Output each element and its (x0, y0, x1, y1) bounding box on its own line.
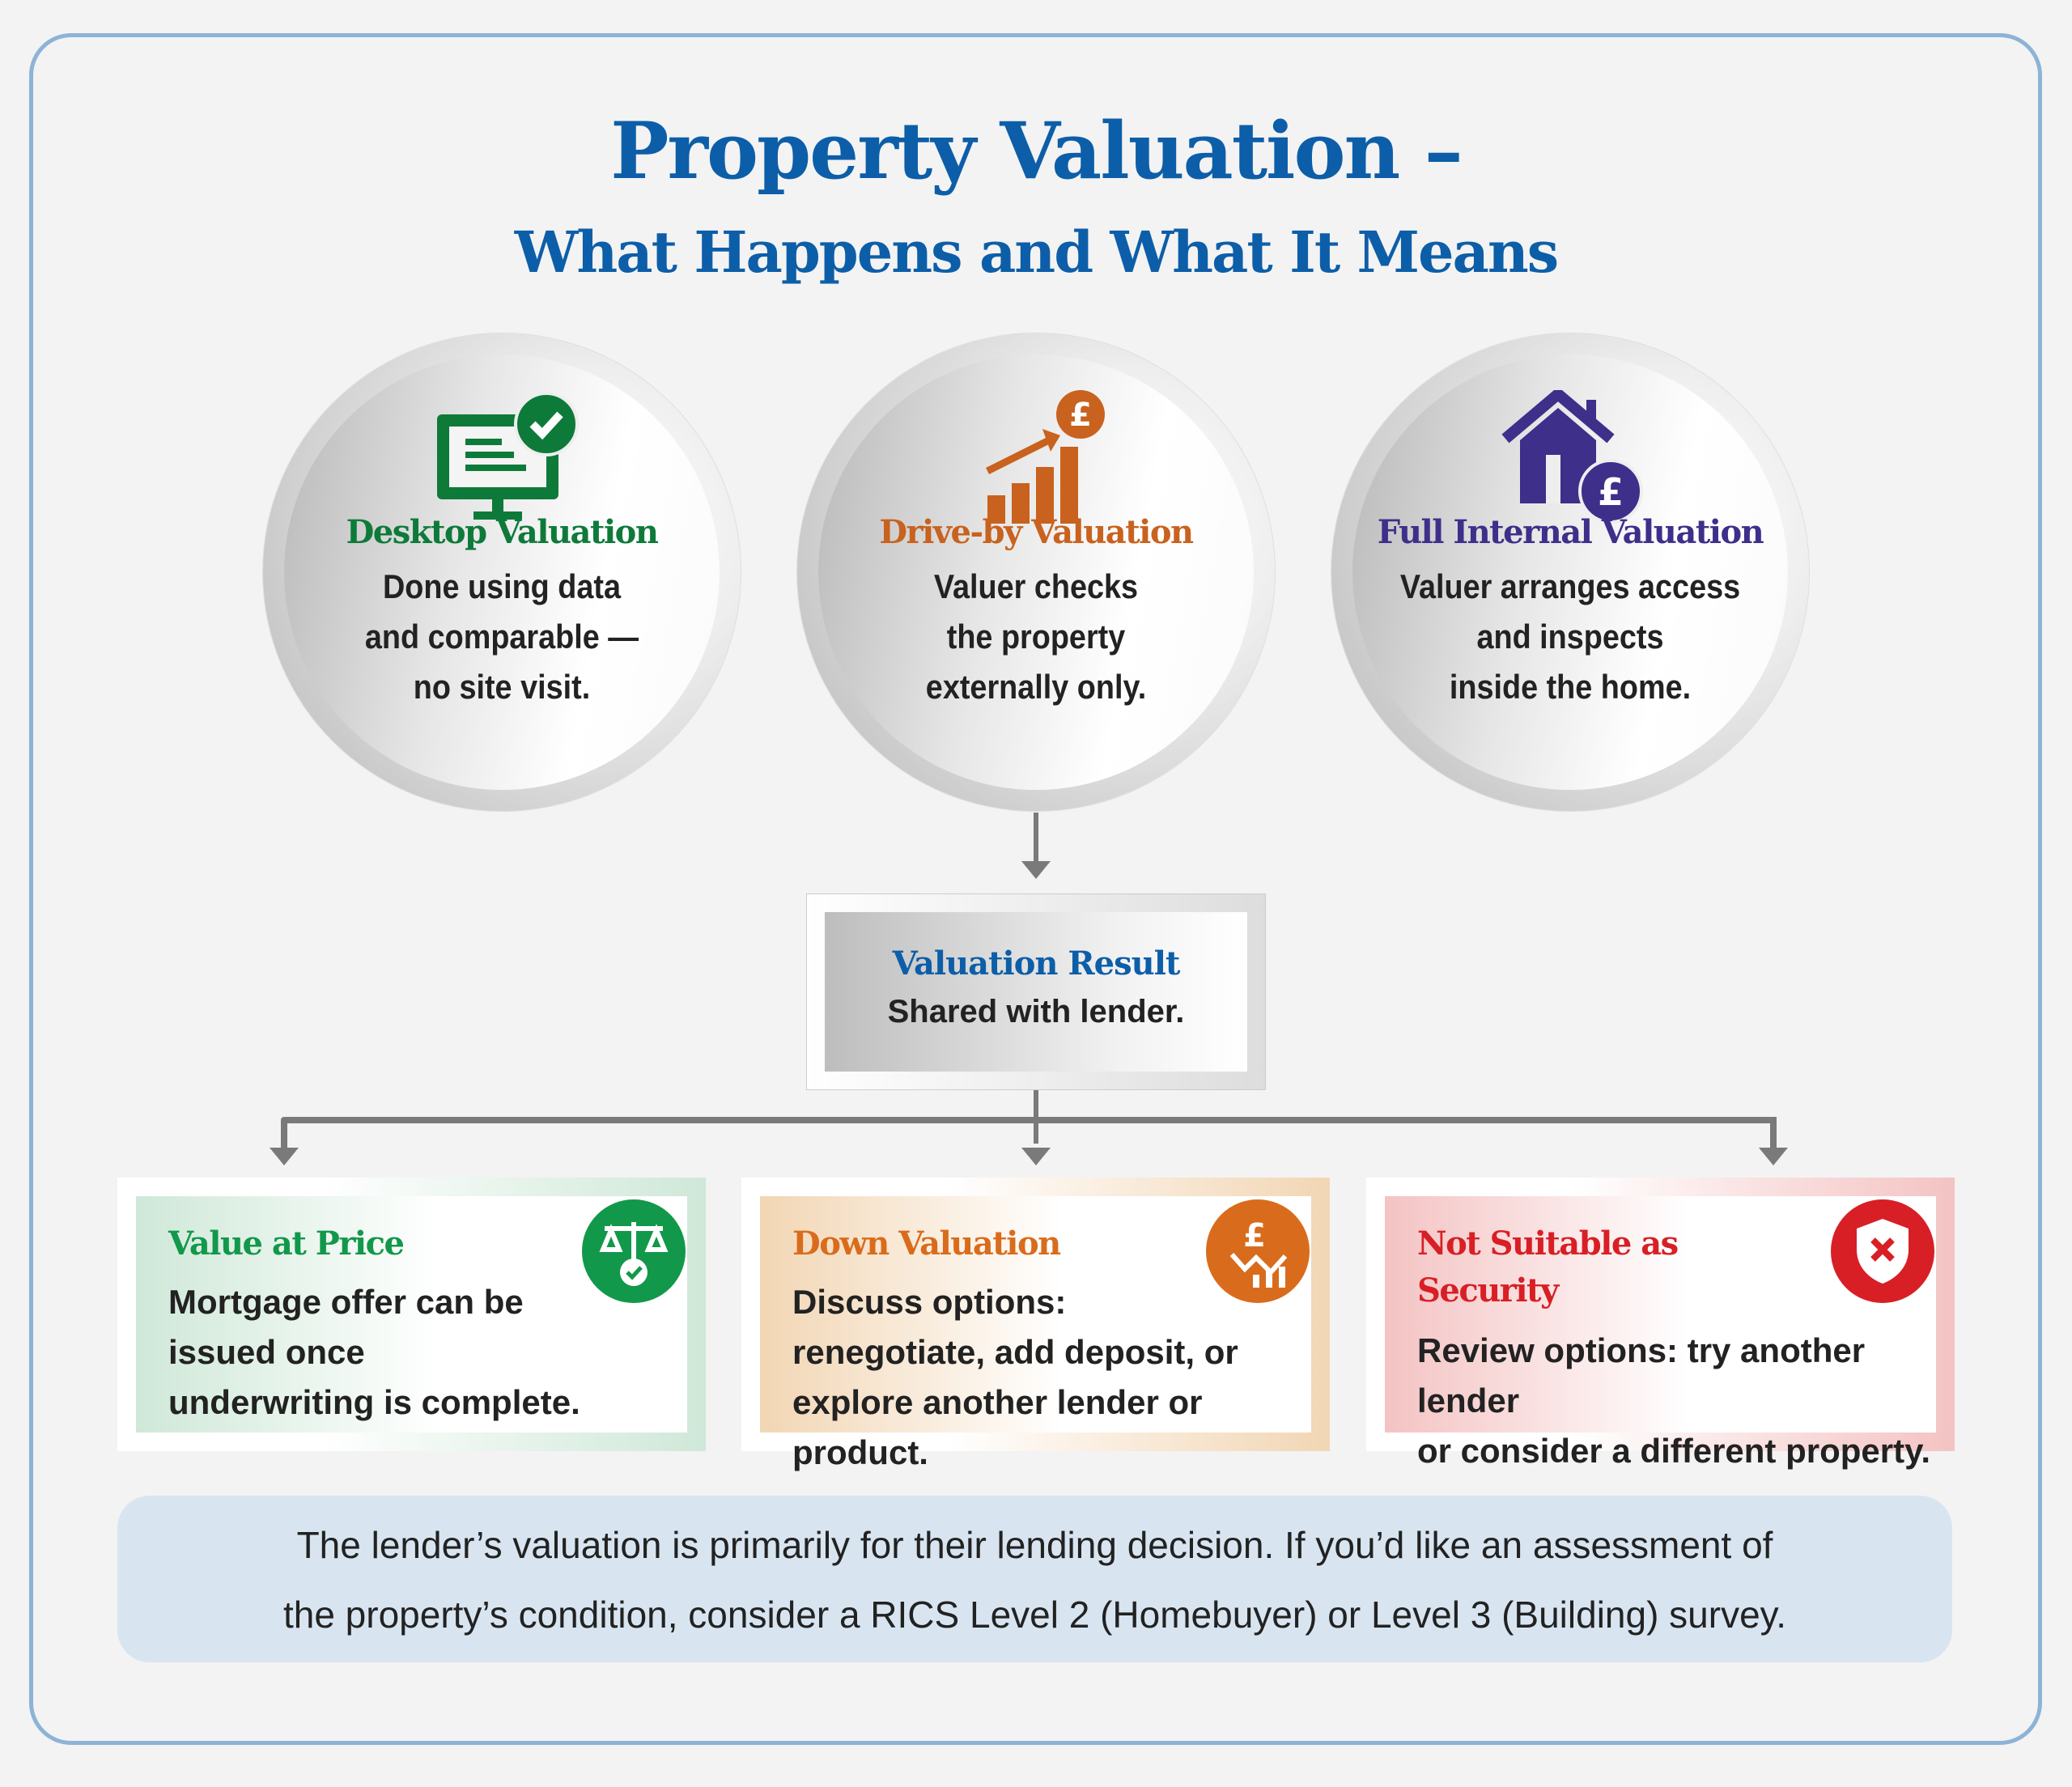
result-body: Shared with lender. (887, 994, 1185, 1029)
outcome-body: Discuss options:renegotiate, add deposit… (792, 1283, 1238, 1471)
result-title: Valuation Result (892, 944, 1181, 983)
house-pound-icon: £ (1501, 390, 1643, 524)
outcome-not-suitable: Not Suitable as Security Review options:… (1366, 1178, 1955, 1470)
connector-line (284, 1117, 1773, 1123)
pound-down-chart-icon: £ (1206, 1199, 1310, 1303)
monitor-check-icon (437, 392, 579, 520)
arrow-down-icon (270, 1148, 299, 1165)
connector-line (281, 1117, 287, 1149)
outcome-title: Not Suitable as Security (1417, 1225, 1679, 1309)
arrow-down-icon (1021, 861, 1051, 879)
footer-note: The lender’s valuation is primarily for … (117, 1496, 1952, 1662)
circle-title: Desktop Valuation (346, 513, 659, 551)
svg-text:£: £ (1598, 470, 1624, 514)
shield-x-icon (1831, 1199, 1934, 1303)
title-line-1: Property Valuation – (610, 105, 1463, 197)
title-line-2: What Happens and What It Means (514, 219, 1559, 286)
arrow-down-icon (1759, 1148, 1788, 1165)
svg-text:£: £ (1069, 397, 1092, 434)
full-internal-valuation-circle: £ Full Internal Valuation Valuer arrange… (1331, 333, 1809, 811)
scales-check-icon (582, 1199, 686, 1303)
circle-title: Full Internal Valuation (1377, 513, 1764, 551)
connector-line (1034, 813, 1038, 863)
arrow-down-icon (1021, 1148, 1051, 1165)
outcome-title: Value at Price (168, 1225, 405, 1263)
circle-title: Drive-by Valuation (879, 513, 1194, 551)
outcome-down-valuation: Down Valuation Discuss options:renegotia… (741, 1178, 1330, 1471)
rising-chart-pound-icon: £ (985, 390, 1105, 524)
infographic-frame (29, 33, 2042, 1745)
connector-line (1770, 1117, 1777, 1149)
svg-text:£: £ (1243, 1217, 1266, 1254)
outcome-title: Down Valuation (792, 1225, 1061, 1263)
